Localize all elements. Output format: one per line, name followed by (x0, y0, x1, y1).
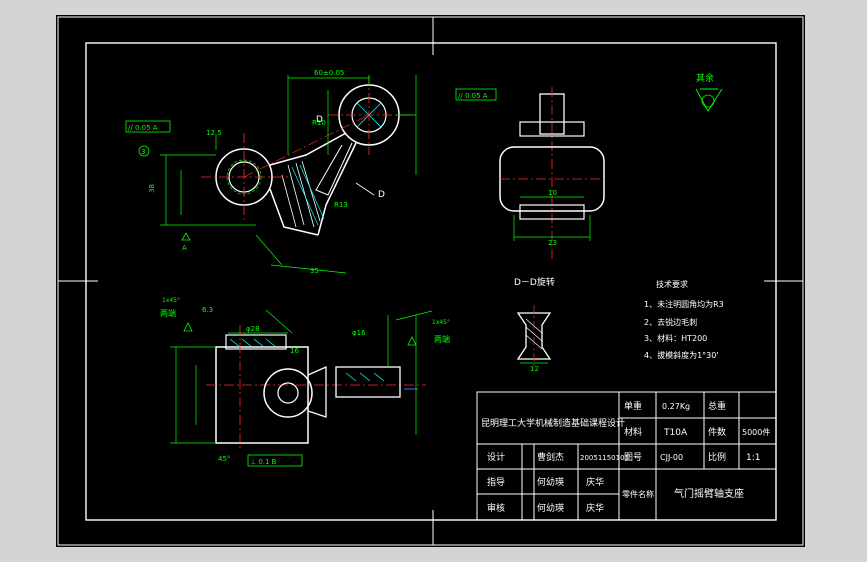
top-view: ⊥ 0.1 B 两端 两端 1x45° 1x45° 6.3 φ28 φ16 45… (160, 297, 450, 467)
roughness-mark-left-icon (183, 322, 193, 332)
top-view-block (215, 346, 309, 444)
center-to-center (243, 114, 370, 178)
section-label: D－D旋转 (514, 276, 555, 288)
material-value: T10A (663, 428, 688, 438)
rib-1 (315, 142, 353, 196)
drawing-no: CJJ-00 (660, 453, 683, 462)
tol-frame-left (125, 120, 171, 133)
roughness-symbol-icon (695, 88, 723, 112)
title-block-frame (476, 391, 777, 521)
tol-left-text: // 0.05 A (128, 124, 158, 132)
callout-bubble-label: 3 (141, 148, 145, 156)
dim-r13: R13 (334, 201, 348, 209)
main-front-view: // 0.05 A // 0.05 A 60±0.05 12.5 38 35 R… (125, 69, 497, 275)
side-view: 10 23 (499, 87, 605, 260)
section-d-d: D－D旋转 12 (514, 276, 555, 373)
main-view-dims (160, 75, 417, 274)
arm-outline (269, 132, 357, 236)
tech-requirements: 技术要求 1、未注明圆角均为R3 2、去锐边毛刺 3、材料：HT200 4、拔模… (644, 279, 724, 360)
datum-a-label: A (182, 244, 187, 252)
tol-frame-top-right (455, 88, 497, 101)
datum-triangle-icon (181, 232, 191, 241)
dim-38: 38 (148, 184, 156, 193)
dim-10: 10 (548, 189, 557, 197)
dim-45deg: 45° (218, 455, 230, 463)
dim-1x45-b: 1x45° (432, 319, 450, 326)
dim-1x45-a: 1x45° (162, 297, 180, 304)
section-profile (516, 312, 552, 360)
dim-6-3: 6.3 (202, 306, 213, 314)
top-view-dims (170, 309, 433, 444)
tol-frame-bottom (247, 454, 303, 467)
title-block-text: 昆明理工大学机械制造基础课程设计 单重 0.27Kg 总重 材料 T10A 件数… (481, 400, 770, 514)
side-view-top-flange (519, 121, 585, 137)
top-view-hatch (229, 338, 277, 348)
callout-bubble (138, 145, 150, 157)
reviewer-label: 审核 (487, 502, 505, 514)
advisor-name: 何幼瑛 (537, 476, 564, 488)
top-view-boss (225, 334, 287, 350)
drawing-sheet: // 0.05 A // 0.05 A 60±0.05 12.5 38 35 R… (56, 15, 805, 547)
tech-item-2: 2、去锐边毛刺 (644, 317, 697, 327)
reviewer-name: 何幼瑛 (537, 502, 564, 514)
roughness-mark-right-icon (407, 336, 417, 346)
side-view-bottom-flange (519, 204, 585, 220)
dim-top-center: 60±0.05 (314, 69, 344, 77)
roughness-circle-icon (701, 94, 715, 108)
top-view-neck (307, 365, 327, 418)
tech-item-4: 4、拔模斜度为1°30' (644, 350, 719, 360)
tol-bottom-text: ⊥ 0.1 B (250, 458, 277, 466)
reviewer-name2: 庆华 (586, 502, 604, 514)
designer-name: 曹剑杰 (537, 451, 564, 463)
designer-label: 设计 (487, 451, 505, 463)
dim-phi28: φ28 (246, 325, 260, 333)
designer-id: 20051150101 (580, 454, 629, 462)
dim-r10: R10 (312, 119, 326, 127)
advisor-name2: 庆华 (586, 476, 604, 488)
dim-rough-12-5: 12.5 (206, 129, 222, 137)
outer-frame (57, 16, 804, 546)
top-view-boss-outer (263, 368, 313, 418)
view-marker-d-side: D (378, 190, 385, 200)
arm-hatch (291, 164, 325, 226)
part-name-label: 零件名称 (622, 489, 654, 499)
view-marker-d-top: D (316, 115, 323, 125)
total-label: 总重 (708, 400, 726, 412)
left-face-label: 两端 (160, 308, 176, 318)
dim-23: 23 (548, 239, 557, 247)
dim-35: 35 (310, 267, 319, 275)
advisor-label: 指导 (487, 476, 505, 488)
tol-top-right-text: // 0.05 A (458, 92, 488, 100)
mass-value: 0.27Kg (662, 402, 690, 411)
qty-label: 件数 (708, 426, 726, 438)
scale-value: 1:1 (746, 453, 760, 463)
dim-phi16: φ16 (352, 329, 366, 337)
section-arrow-d (355, 182, 375, 196)
tech-item-3: 3、材料：HT200 (644, 333, 707, 343)
tech-title: 技术要求 (656, 279, 688, 289)
drawing-no-label: 图号 (624, 452, 642, 463)
dim-16: 16 (290, 347, 299, 355)
side-view-dims (513, 196, 591, 241)
arm-section-lines (281, 160, 321, 228)
qty-value: 5000件 (742, 427, 770, 437)
part-name: 气门摇臂轴支座 (674, 487, 744, 500)
top-view-boss-inner (277, 382, 299, 404)
mass-label: 单重 (624, 400, 642, 412)
dim-12: 12 (530, 365, 539, 373)
tech-item-1: 1、未注明圆角均为R3 (644, 299, 724, 309)
top-view-rod-hatch (345, 372, 385, 382)
top-view-rod (335, 366, 401, 398)
right-face-label: 两端 (434, 334, 450, 344)
scale-label: 比例 (708, 451, 726, 463)
material-label: 材料 (624, 426, 642, 438)
school-name: 昆明理工大学机械制造基础课程设计 (481, 417, 625, 429)
roughness-note: 其余 (696, 72, 714, 84)
cad-drawing-canvas: // 0.05 A // 0.05 A 60±0.05 12.5 38 35 R… (57, 16, 804, 546)
title-block (476, 391, 777, 521)
